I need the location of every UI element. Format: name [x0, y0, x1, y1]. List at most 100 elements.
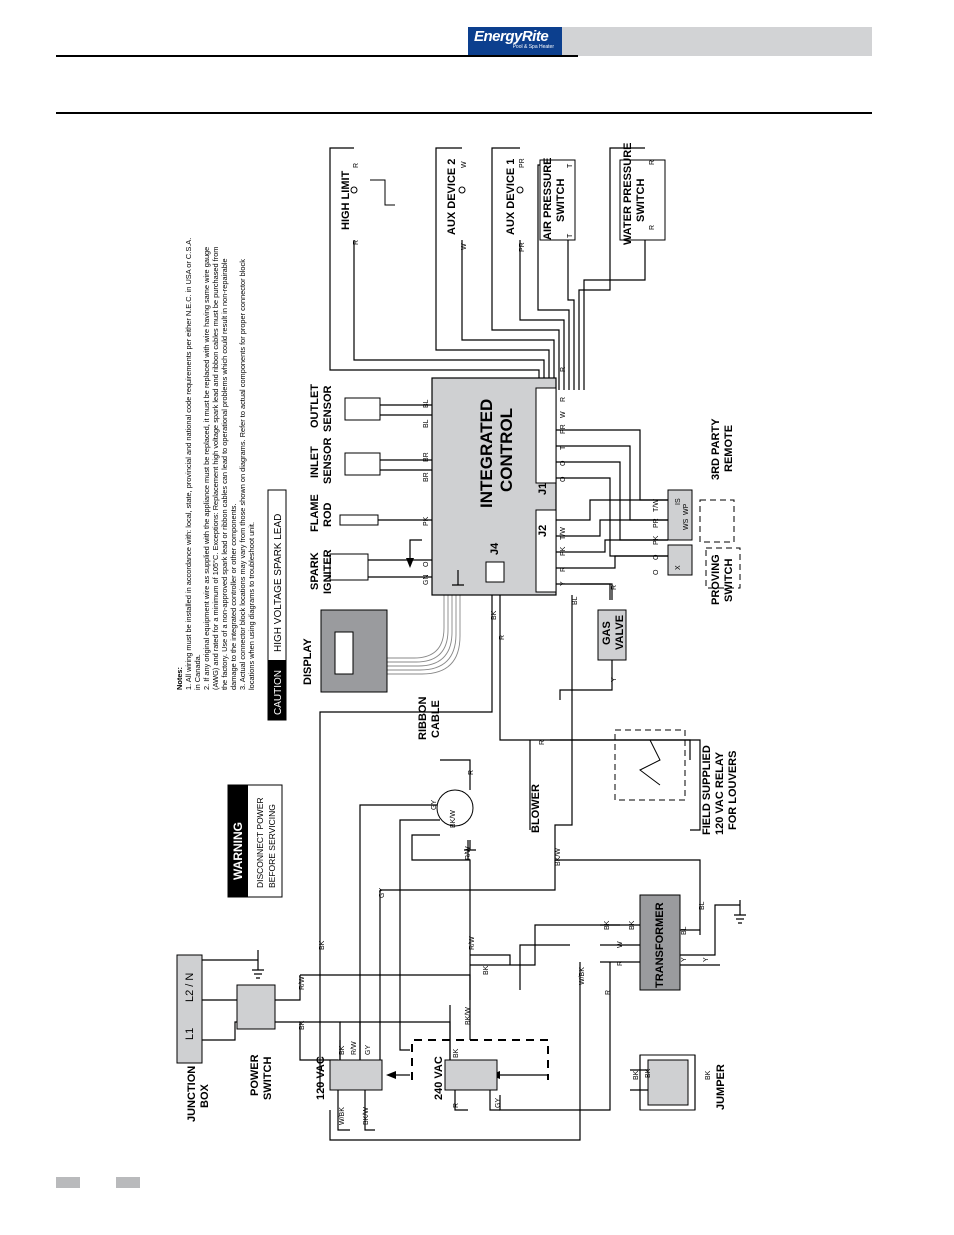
wire-label: GY: [431, 800, 438, 810]
wire-label: BK/W: [465, 1007, 472, 1025]
wire-label: GY: [365, 1045, 372, 1055]
wire-label: R: [468, 770, 475, 775]
wire-label: BK/W: [555, 848, 562, 866]
outlet-sensor-icon: [344, 397, 381, 421]
dashed-jumper-link: [411, 1039, 549, 1080]
wire-label: T/W: [560, 527, 567, 540]
wire-label: BL: [681, 926, 688, 935]
wire-label: BR: [423, 472, 430, 482]
wire-label: W: [617, 941, 624, 948]
wire-label: BK: [629, 920, 636, 930]
label-spark-2: IGNITER: [322, 549, 334, 594]
wire-label: W: [461, 161, 468, 168]
label-l2n: L2 / N: [184, 973, 196, 1002]
label-ribbon-1: RIBBON: [417, 697, 429, 740]
notes-line-8: locations when using diagrams to trouble…: [247, 522, 256, 690]
spark-igniter-icon: [329, 553, 369, 581]
label-relay-3: FOR LOUVERS: [727, 751, 739, 830]
wire-label: R/W: [299, 976, 306, 990]
blower-motor-icon: [436, 789, 474, 827]
wire-label: Y: [560, 581, 567, 586]
label-outlet-1: OUTLET: [309, 384, 321, 428]
warning-line-1: DISCONNECT POWER: [255, 797, 265, 888]
label-l1: L1: [184, 1028, 196, 1040]
wire-label: BR: [423, 452, 430, 462]
label-flame-1: FLAME: [309, 494, 321, 532]
label-display: DISPLAY: [302, 638, 314, 685]
warning-title: WARNING: [231, 822, 245, 880]
wire-label: W/BK: [339, 1107, 346, 1125]
label-junction-2: BOX: [199, 1084, 211, 1109]
label-air-pressure-2: SWITCH: [555, 179, 567, 222]
wire-label: R/W: [469, 936, 476, 950]
notes-line-6: damage to the integrated controller or o…: [229, 503, 238, 690]
warning-title-bar: [228, 785, 248, 897]
label-power-1: POWER: [249, 1054, 261, 1096]
wire-label: BK: [633, 1070, 640, 1080]
wire-label: BK/W: [450, 810, 457, 828]
label-spark-1: SPARK: [309, 552, 321, 590]
wire-label: R: [605, 990, 612, 995]
label-inlet-1: INLET: [309, 446, 321, 478]
notes-line-7: 3. Actual connector block locations may …: [238, 259, 247, 690]
wire-label: R: [353, 240, 360, 245]
label-water-pressure-2: SWITCH: [635, 179, 647, 222]
label-proving-2: SWITCH: [723, 559, 735, 602]
wire-label: T/W: [653, 499, 660, 512]
display-screen: [334, 631, 354, 675]
power-switch-box: [236, 984, 276, 1030]
wire-label: BL: [699, 901, 706, 910]
wire-label: WS: [683, 518, 690, 530]
wire-label: O: [560, 460, 567, 466]
ribbon-cable-wires: [386, 595, 461, 675]
wire-label: GN: [423, 575, 430, 586]
label-aux-device-1: AUX DEVICE 1: [505, 159, 517, 235]
wire-label: T: [567, 163, 574, 168]
wire-label: Y: [703, 957, 710, 962]
inlet-sensor-icon: [344, 452, 381, 476]
label-ribbon-2: CABLE: [430, 700, 442, 738]
wire-label: W: [461, 243, 468, 250]
wire-label: R: [560, 397, 567, 402]
wire-label: BK: [299, 1020, 306, 1030]
wire-label: BL: [423, 419, 430, 428]
notes-line-5: the factory. Use of a non-approved spark…: [220, 258, 229, 690]
label-relay-1: FIELD SUPPLIED: [701, 745, 713, 835]
wire-label: R: [453, 1103, 460, 1108]
j1-connector: [535, 387, 557, 484]
wire-label: O: [423, 561, 430, 567]
wire-label: BK: [604, 920, 611, 930]
label-aux-device-2: AUX DEVICE 2: [446, 159, 458, 235]
label-blower: BLOWER: [530, 784, 542, 833]
wire-label: BK: [453, 1048, 460, 1058]
label-relay-2: 120 VAC RELAY: [714, 751, 726, 835]
junction-box-rect: [176, 954, 203, 1064]
logo-tagline: Pool & Spa Heater: [512, 44, 554, 50]
relay-dashed-box: [614, 729, 686, 801]
wire-label: WP: [683, 503, 690, 515]
caution-text: HIGH VOLTAGE SPARK LEAD: [273, 514, 284, 652]
wire-label: BK/W: [363, 1107, 370, 1125]
wire-label: PK: [423, 516, 430, 526]
wire-label: R: [649, 160, 656, 165]
wire-label: Y: [611, 677, 618, 682]
wire-label: W/BK: [579, 967, 586, 985]
wire-label: R: [617, 961, 624, 966]
label-240vac: 240 VAC: [433, 1056, 445, 1100]
block-240vac: [444, 1059, 498, 1091]
wire-label: R/W: [465, 846, 472, 860]
label-inlet-2: SENSOR: [322, 437, 334, 484]
caution-tag: CAUTION: [273, 670, 284, 715]
water-pressure-switch-icon: [619, 159, 666, 241]
wire-label: PK: [560, 546, 567, 556]
label-jumper: JUMPER: [715, 1064, 727, 1110]
label-high-limit: HIGH LIMIT: [340, 170, 352, 230]
label-transformer: TRANSFORMER: [654, 902, 666, 988]
label-flame-2: ROD: [322, 503, 334, 528]
energyrite-logo: EnergyRite Pool & Spa Heater: [468, 27, 562, 56]
label-junction-1: JUNCTION: [186, 1066, 198, 1122]
transformer-box: [639, 894, 681, 991]
wires: [200, 147, 740, 1141]
remote-dashed-box: [699, 499, 735, 543]
